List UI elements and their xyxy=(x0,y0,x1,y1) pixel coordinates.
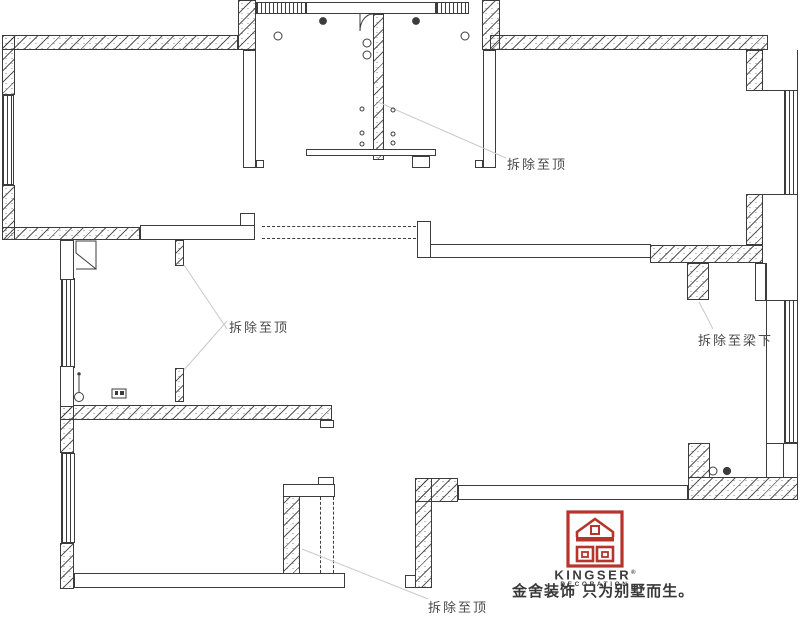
leader-line xyxy=(698,301,714,330)
wall-segment-demolish-beam xyxy=(687,263,709,300)
pipe-symbol-open xyxy=(362,50,372,60)
removed-wall-dashed xyxy=(262,226,416,227)
wall-segment xyxy=(2,227,140,240)
annotation-demolish-to-ceiling-mid: 拆除至顶 xyxy=(229,321,290,336)
sill-line xyxy=(766,300,798,301)
window-symbol xyxy=(256,2,306,14)
wall-outline xyxy=(320,420,334,428)
leader-lines xyxy=(183,101,714,600)
brand-subtitle: DECORATION xyxy=(560,581,630,589)
sill-line xyxy=(763,194,798,195)
wall-segment xyxy=(415,478,432,588)
wall-outline xyxy=(755,263,766,301)
pipe-symbol-filled xyxy=(412,17,420,25)
registered-mark: ® xyxy=(631,570,636,576)
door-symbol xyxy=(75,240,97,271)
brand-name: KINGSER® xyxy=(554,567,636,583)
window-symbol xyxy=(436,2,469,14)
annotation-demolish-to-ceiling-top: 拆除至顶 xyxy=(507,158,568,173)
removed-wall-outline xyxy=(430,244,651,258)
wall-segment xyxy=(238,0,256,50)
pipe-symbol-open xyxy=(273,31,283,41)
removed-wall-outline xyxy=(283,484,335,497)
wall-outline xyxy=(240,213,255,226)
door-arc-symbol xyxy=(359,13,374,32)
pipe-symbol-small xyxy=(359,130,365,136)
leader-line xyxy=(183,264,228,330)
brand-block: KINGSER® DECORATION xyxy=(540,567,650,589)
wall-outline xyxy=(60,240,74,280)
wall-segment xyxy=(746,194,763,245)
gas-meter-symbol xyxy=(115,391,118,395)
outer-boundary-line xyxy=(797,50,798,500)
removed-wall-dashed xyxy=(262,238,416,239)
wall-outline xyxy=(243,50,256,168)
wall-face-line xyxy=(766,263,767,477)
pipe-symbol-filled xyxy=(722,466,732,476)
pipe-symbol-open xyxy=(362,38,372,48)
wall-segment xyxy=(746,50,763,91)
wall-outline xyxy=(475,160,483,168)
wall-outline xyxy=(483,50,496,168)
removed-wall-dashed xyxy=(333,497,334,573)
window-symbol xyxy=(61,453,75,543)
gas-meter-symbol xyxy=(120,391,124,395)
sill-line xyxy=(763,90,798,91)
gas-meter-symbol xyxy=(111,388,127,399)
sill-line xyxy=(766,443,798,444)
pipe-symbol-open xyxy=(708,466,718,476)
leader-line xyxy=(183,320,228,371)
wall-segment xyxy=(2,35,15,95)
wall-outline xyxy=(405,575,416,588)
annotation-demolish-to-ceiling-bottom: 拆除至顶 xyxy=(428,601,489,616)
leader-line xyxy=(377,101,507,159)
pipe-symbol-filled xyxy=(319,17,327,25)
removed-wall-outline xyxy=(140,225,255,240)
pipe-symbol-small xyxy=(359,106,365,112)
pipe-symbol-small xyxy=(390,140,396,146)
wall-outline xyxy=(306,2,436,14)
annotation-demolish-below-beam: 拆除至梁下 xyxy=(698,334,774,349)
wall-outline xyxy=(318,477,334,485)
window-symbol xyxy=(2,95,14,185)
pipe-symbol-small xyxy=(390,131,396,137)
removed-wall-outline xyxy=(458,485,688,500)
pipe-symbol-small xyxy=(359,141,365,147)
wall-segment xyxy=(60,543,74,589)
wall-face-line xyxy=(783,443,784,477)
removed-wall-dashed xyxy=(320,497,321,573)
wall-segment-bathroom-divider xyxy=(373,14,384,160)
wall-segment xyxy=(490,35,768,50)
wall-outline xyxy=(60,366,74,407)
counter-outline xyxy=(306,149,436,156)
wall-stub xyxy=(175,240,184,266)
wall-outline xyxy=(417,221,431,258)
pipe-symbol-small xyxy=(390,107,396,113)
pipe-symbol-open xyxy=(460,31,470,41)
brand-tagline: 金舍装饰 只为别墅而生。 xyxy=(512,582,695,600)
leader-line xyxy=(301,548,429,600)
counter-outline xyxy=(412,156,430,168)
kingser-logo-icon xyxy=(566,510,624,568)
door-stop-symbol xyxy=(74,392,84,402)
wall-outline xyxy=(256,160,264,168)
door-stop-symbol xyxy=(77,372,81,376)
removed-wall-outline xyxy=(74,573,345,588)
wall-stub xyxy=(175,368,184,402)
